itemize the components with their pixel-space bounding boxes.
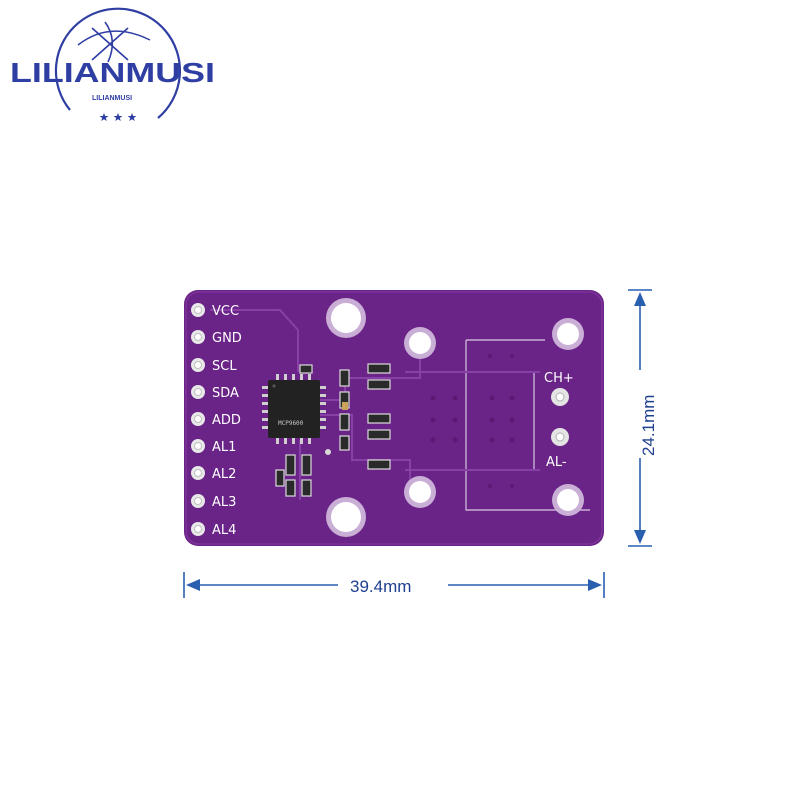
logo-ring-arc: [54, 7, 182, 119]
pin-label-al2: AL2: [212, 467, 236, 482]
arrow-left-icon: [186, 579, 200, 591]
pin-label-add: ADD: [212, 413, 241, 428]
brand-logo: LILIANMUSI LILIANMUSI: [10, 7, 215, 121]
header-pads: [191, 303, 205, 536]
pin-label-al1: AL1: [212, 440, 236, 455]
pin-labels: VCC GND SCL SDA ADD AL1 AL2 AL3 AL4: [212, 304, 242, 538]
main-chip: MCP9600: [262, 374, 326, 444]
pin-label-al4: AL4: [212, 523, 236, 538]
pcb-board: VCC GND SCL SDA ADD AL1 AL2 AL3 AL4 CH+ …: [184, 290, 604, 546]
logo-ring-inner: [77, 30, 151, 46]
pin-label-scl: SCL: [212, 359, 237, 374]
pin-label-sda: SDA: [212, 386, 239, 401]
logo-sub-text: LILIANMUSI: [92, 95, 132, 102]
height-dimension: [628, 289, 652, 547]
logo-brand-text: LILIANMUSI: [10, 57, 215, 88]
smd-components: [275, 363, 391, 497]
height-label: 24.1mm: [639, 395, 658, 456]
pin-label-al3: AL3: [212, 495, 236, 510]
width-dimension: [183, 572, 605, 598]
vias: [325, 354, 515, 488]
terminal-label-ch-plus: CH+: [544, 371, 574, 386]
pin-label-gnd: GND: [212, 331, 242, 346]
chip-marking: MCP9600: [278, 420, 304, 427]
arrow-right-icon: [588, 579, 602, 591]
arrow-up-icon: [634, 292, 646, 306]
logo-cross-icon: [91, 21, 129, 63]
board-body: [184, 290, 604, 546]
mounting-holes: [326, 298, 584, 537]
arrow-down-icon: [634, 530, 646, 544]
logo-stars-icon: [99, 113, 137, 121]
pcb-traces: [210, 309, 540, 500]
width-label: 39.4mm: [350, 577, 411, 596]
terminal-pads: [551, 388, 569, 446]
pin-label-vcc: VCC: [212, 304, 239, 319]
terminal-label-al-minus: AL-: [546, 455, 567, 470]
